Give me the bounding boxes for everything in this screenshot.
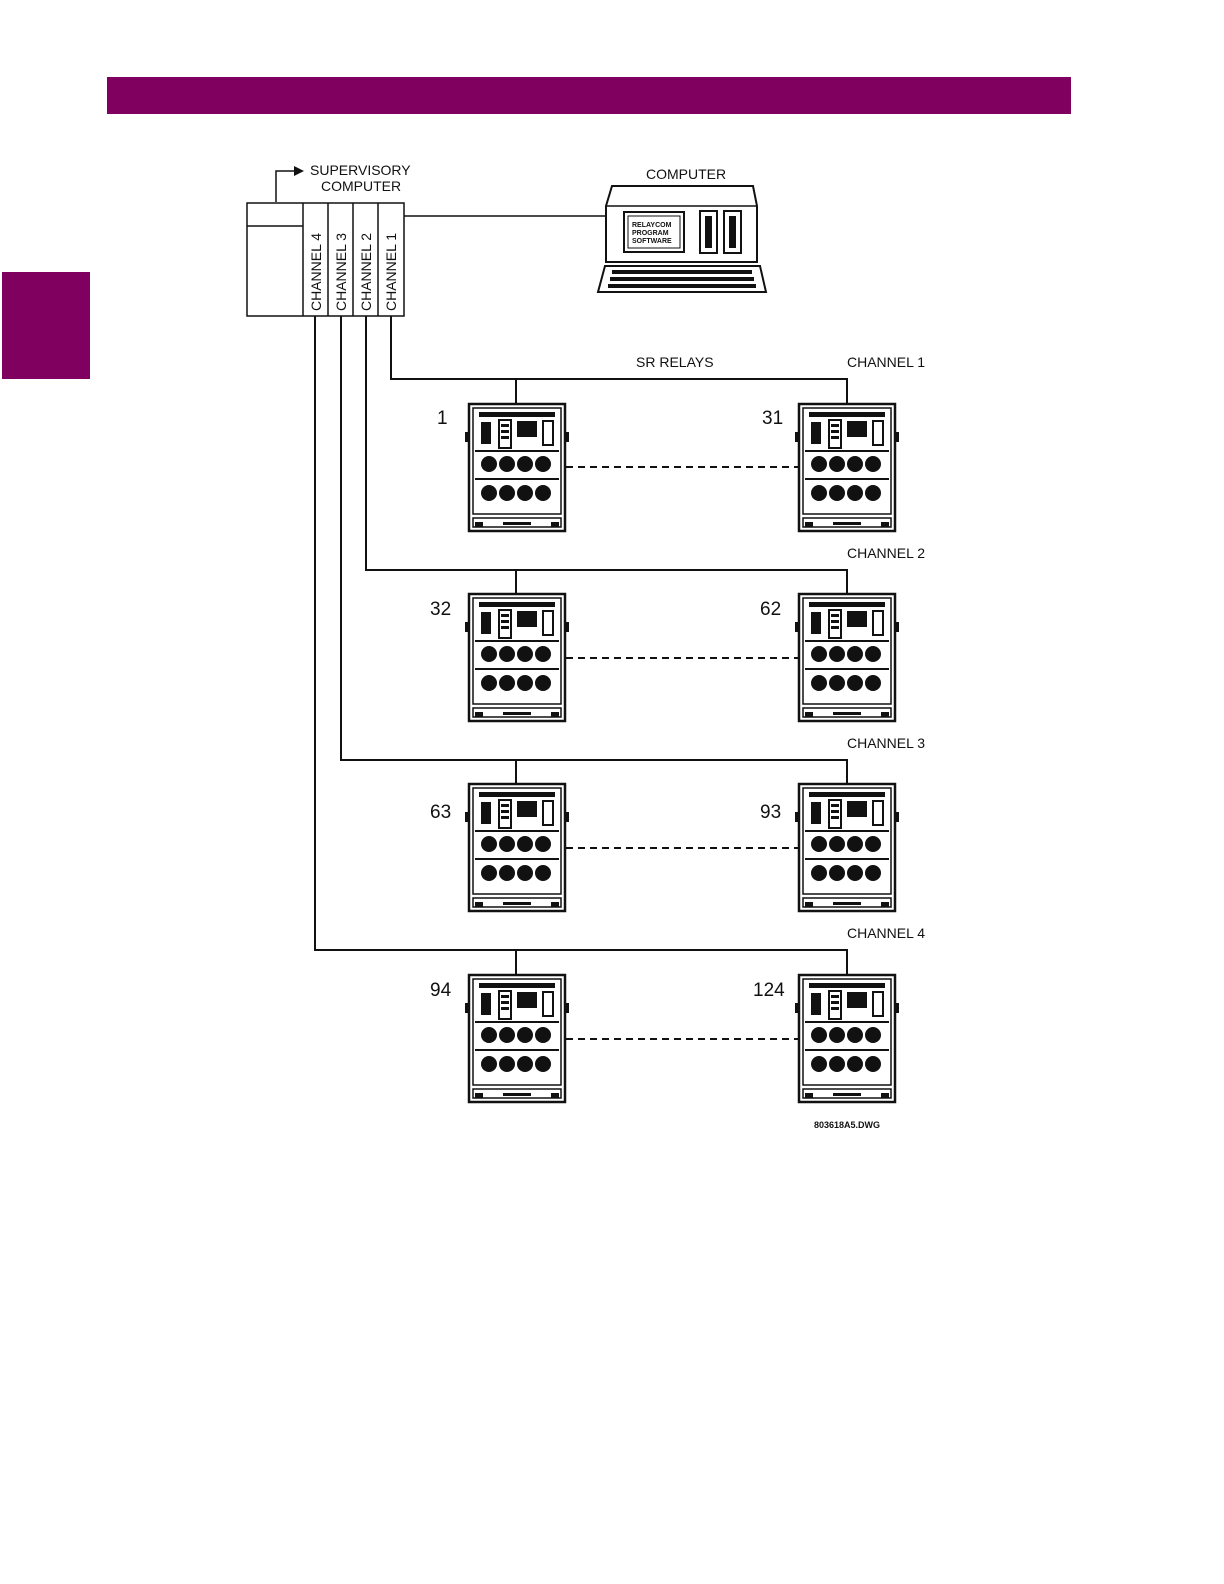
screen-text-1: RELAYCOM: [632, 222, 672, 229]
channel-2-wire: [366, 316, 847, 594]
relay-last-number: 31: [762, 408, 783, 429]
relay-last-number: 93: [760, 802, 781, 823]
computer-title: COMPUTER: [646, 166, 726, 182]
channel-3-wire: [341, 316, 847, 784]
channel-1-wire: [391, 316, 847, 404]
channel-1-tag: CHANNEL 1: [847, 354, 925, 370]
arrow-head-icon: [294, 166, 304, 176]
relay-last-number: 62: [760, 599, 781, 620]
channel-2-tag: CHANNEL 2: [847, 545, 925, 561]
screen-text-3: SOFTWARE: [632, 238, 672, 245]
channel-3-tag: CHANNEL 3: [847, 735, 925, 751]
channel-1-label: CHANNEL 1: [383, 233, 399, 311]
channel-4-label: CHANNEL 4: [308, 233, 324, 311]
relay-icon: [465, 784, 569, 911]
supervisory-label-2: COMPUTER: [321, 178, 401, 194]
relay-icon: [465, 594, 569, 721]
sr-relays-label: SR RELAYS: [636, 354, 714, 370]
channel-box: [247, 203, 404, 316]
relay-icon: [465, 404, 569, 531]
relay-icon: [795, 975, 899, 1102]
screen-text-2: PROGRAM: [632, 230, 669, 237]
channel-3-label: CHANNEL 3: [333, 233, 349, 311]
relay-first-number: 63: [430, 802, 451, 823]
relay-first-number: 94: [430, 980, 452, 1001]
relay-icon: [795, 594, 899, 721]
relay-first-number: 32: [430, 599, 451, 620]
relay-first-number: 1: [437, 408, 448, 429]
channel-4-tag: CHANNEL 4: [847, 925, 925, 941]
channel-2-label: CHANNEL 2: [358, 233, 374, 311]
relay-icon: [795, 784, 899, 911]
relay-icon: [465, 975, 569, 1102]
computer-icon: [598, 186, 766, 292]
drawing-id: 803618A5.DWG: [814, 1120, 880, 1130]
supervisory-arrow: [276, 171, 296, 202]
supervisory-label-1: SUPERVISORY: [310, 162, 411, 178]
relay-last-number: 124: [753, 980, 785, 1001]
relay-icon: [795, 404, 899, 531]
